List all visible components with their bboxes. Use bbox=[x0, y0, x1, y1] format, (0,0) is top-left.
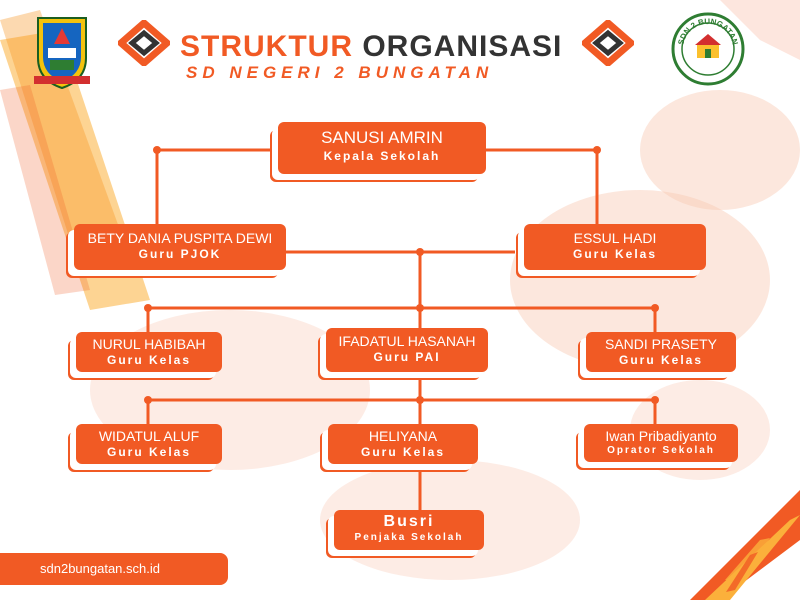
org-box-head: SANUSI AMRIN Kepala Sekolah bbox=[278, 122, 486, 174]
org-box-sandi: SANDI PRASETY Guru Kelas bbox=[586, 332, 736, 372]
bg-stripe-left-2 bbox=[0, 10, 120, 240]
title-part1: STRUKTUR bbox=[180, 30, 353, 63]
bg-stripe-bottom-right-4 bbox=[726, 552, 758, 592]
regency-crest-logo bbox=[34, 17, 90, 90]
bg-stripe-left-3 bbox=[0, 85, 90, 295]
right-diamond-icon bbox=[582, 20, 634, 66]
left-diamond-icon bbox=[118, 20, 170, 66]
pjok-role: Guru PJOK bbox=[138, 247, 222, 261]
org-box-iwan: Iwan Pribadiyanto Oprator Sekolah bbox=[584, 424, 738, 462]
org-box-pjok: BETY DANIA PUSPITA DEWI Guru PJOK bbox=[74, 224, 286, 270]
org-box-essul: ESSUL HADI Guru Kelas bbox=[524, 224, 706, 270]
widatul-name: WIDATUL ALUF bbox=[98, 428, 200, 444]
essul-name: ESSUL HADI bbox=[573, 230, 657, 246]
widatul-role: Guru Kelas bbox=[106, 445, 192, 459]
org-box-widatul: WIDATUL ALUF Guru Kelas bbox=[76, 424, 222, 464]
sandi-name: SANDI PRASETY bbox=[604, 336, 718, 352]
title-part2: ORGANISASI bbox=[362, 30, 563, 63]
heliyana-name: HELIYANA bbox=[368, 428, 438, 444]
bg-stripe-bottom-right-1 bbox=[690, 490, 800, 600]
org-box-heliyana: HELIYANA Guru Kelas bbox=[328, 424, 478, 464]
iwan-name: Iwan Pribadiyanto bbox=[605, 428, 717, 444]
pjok-name: BETY DANIA PUSPITA DEWI bbox=[87, 230, 273, 246]
sandi-role: Guru Kelas bbox=[618, 353, 704, 367]
page-title: STRUKTUR ORGANISASI bbox=[180, 30, 562, 64]
head-name: SANUSI AMRIN bbox=[321, 128, 443, 147]
website-banner: sdn2bungatan.sch.id bbox=[0, 553, 228, 585]
nurul-role: Guru Kelas bbox=[106, 353, 192, 367]
essul-role: Guru Kelas bbox=[572, 247, 658, 261]
bg-blob-2 bbox=[640, 90, 800, 210]
heliyana-role: Guru Kelas bbox=[360, 445, 446, 459]
busri-name: Busri bbox=[383, 513, 435, 530]
iwan-role: Oprator Sekolah bbox=[607, 445, 715, 456]
org-box-busri: Busri Penjaka Sekolah bbox=[334, 510, 484, 550]
head-role: Kepala Sekolah bbox=[323, 149, 441, 163]
nurul-name: NURUL HABIBAH bbox=[92, 336, 206, 352]
school-badge-logo: SDN 2 BUNGATAN bbox=[671, 12, 745, 86]
ifadatul-role: Guru PAI bbox=[373, 350, 441, 364]
org-box-nurul: NURUL HABIBAH Guru Kelas bbox=[76, 332, 222, 372]
busri-role: Penjaka Sekolah bbox=[354, 532, 464, 543]
header: STRUKTUR ORGANISASI SD NEGERI 2 BUNGATAN bbox=[0, 18, 800, 82]
website-url: sdn2bungatan.sch.id bbox=[40, 561, 160, 576]
page-subtitle: SD NEGERI 2 BUNGATAN bbox=[186, 63, 494, 82]
bg-stripe-top-right bbox=[720, 0, 800, 60]
ifadatul-name: IFADATUL HASANAH bbox=[338, 333, 476, 349]
org-box-ifadatul: IFADATUL HASANAH Guru PAI bbox=[326, 328, 488, 372]
